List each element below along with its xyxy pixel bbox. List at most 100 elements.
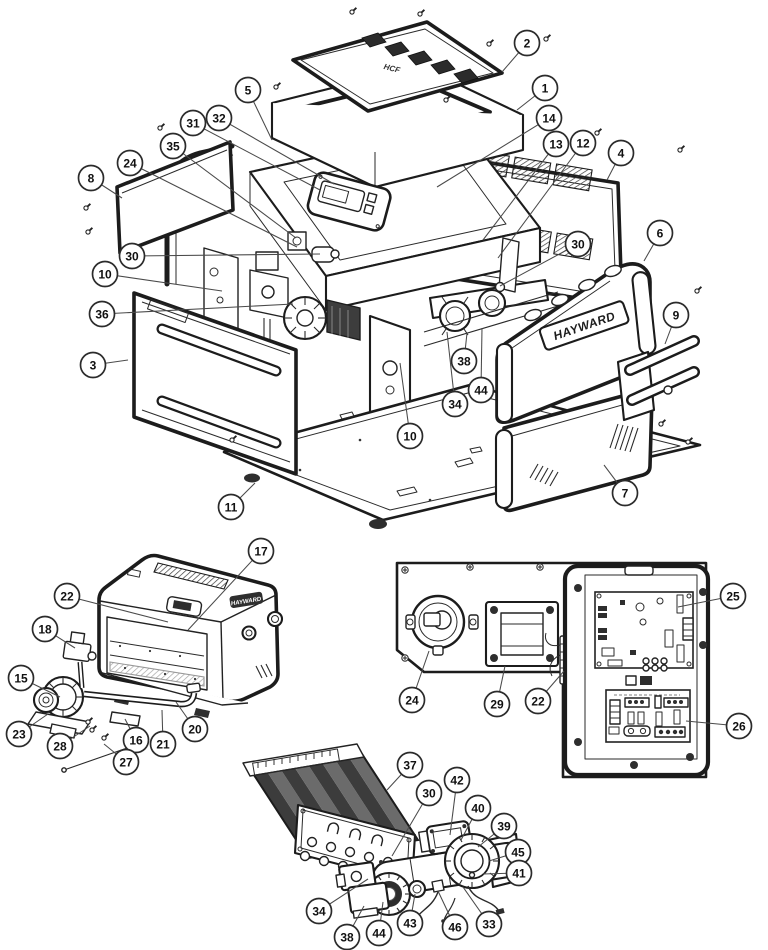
callout-leader-22 [66,595,169,623]
callout-16: 16 [122,718,150,754]
callout-number-30: 30 [422,786,436,800]
callout-46: 46 [437,890,469,941]
callout-number-22: 22 [60,589,74,603]
callout-39: 39 [477,812,518,848]
callout-number-41: 41 [512,866,526,880]
callout-number-23: 23 [12,727,26,741]
mini-hayward-logo: HAYWARD [229,591,264,609]
callout-35: 35 [159,132,297,239]
callout-number-40: 40 [471,801,485,815]
callout-circle-28 [46,732,74,760]
callout-circle-8 [77,164,105,192]
callout-number-4: 4 [618,146,625,160]
sensor-boss [407,879,427,899]
callout-circle-17 [247,537,275,565]
handle-rails [616,335,700,422]
callout-number-15: 15 [14,671,28,685]
callout-number-44: 44 [474,383,488,397]
callout-38: 38 [450,332,478,375]
callout-circle-37 [396,751,424,779]
callout-number-8: 8 [88,171,95,185]
blower-assembly [27,675,91,739]
callout-leader-32 [218,117,335,185]
callout-circle-30 [118,242,146,270]
callout-leader-35 [172,145,297,239]
hx-gas-valve [335,861,390,919]
callout-6: 6 [643,219,674,262]
callout-circle-4 [607,139,635,167]
callout-circle-36 [88,300,116,328]
mini-hayward-logo-text: HAYWARD [231,597,263,608]
callout-circle-29 [483,690,511,718]
callout-30: 30 [499,230,592,287]
callout-circle-41 [505,859,533,887]
callout-circle-35 [159,132,187,160]
callout-9: 9 [662,301,690,345]
callout-circle-30 [415,779,443,807]
thermostat-dial [405,594,479,656]
callout-number-12: 12 [576,136,590,150]
handle-slot [156,323,282,377]
callout-number-25: 25 [726,589,740,603]
exploded-view: HCF [82,6,703,529]
callout-circle-39 [490,812,518,840]
callout-number-10: 10 [403,429,417,443]
callout-circle-15 [7,664,35,692]
callout-24: 24 [398,650,430,714]
callout-15: 15 [7,664,61,698]
callout-43: 43 [396,893,424,937]
front-panel-hayward: HAYWARD [495,262,657,425]
water-port [241,625,257,641]
callout-circle-30 [564,230,592,258]
control-bezel [306,171,392,232]
heat-exchanger-view [242,743,525,925]
callout-number-9: 9 [673,308,680,322]
callout-32: 32 [205,104,335,185]
callout-number-33: 33 [482,917,496,931]
callout-circle-22 [524,687,552,715]
callout-leader-12 [497,142,584,259]
callout-number-34: 34 [312,904,326,918]
callout-circle-16 [122,726,150,754]
callout-3: 3 [79,351,129,379]
callout-number-27: 27 [119,755,133,769]
callout-34: 34 [305,878,369,925]
callout-number-26: 26 [732,719,746,733]
callout-24: 24 [116,149,298,248]
callout-number-7: 7 [622,486,629,500]
heater-body: HAYWARD [97,553,284,718]
callout-leader-17 [187,550,262,631]
callout-20: 20 [175,701,209,743]
callout-5: 5 [234,76,273,141]
relay-part [625,675,652,686]
callout-circle-38 [450,347,478,375]
callout-circle-26 [725,712,753,740]
manifold-assembly [335,820,525,925]
assembled-heater-view: HAYWARD [27,553,284,773]
callout-number-24: 24 [405,693,419,707]
water-port [266,610,284,628]
callout-number-2: 2 [524,36,531,50]
callout-circle-1 [531,74,559,102]
callout-34: 34 [441,331,469,418]
callout-30: 30 [118,242,321,270]
callout-33: 33 [462,886,503,938]
callout-number-18: 18 [38,622,52,636]
callout-circle-31 [179,109,207,137]
callout-36: 36 [88,300,294,328]
callout-number-3: 3 [90,358,97,372]
top-lid: HCF [291,20,504,113]
callout-number-11: 11 [225,500,238,514]
callout-28: 28 [46,725,91,760]
callout-number-39: 39 [497,819,511,833]
callout-44: 44 [467,327,495,404]
callout-leader-10 [104,273,223,292]
callout-26: 26 [685,712,753,740]
callout-8: 8 [77,164,123,199]
callout-13: 13 [482,130,570,241]
callout-circle-33 [475,910,503,938]
gas-valve [249,251,289,347]
callout-number-38: 38 [340,930,354,944]
callout-circle-14 [535,104,563,132]
